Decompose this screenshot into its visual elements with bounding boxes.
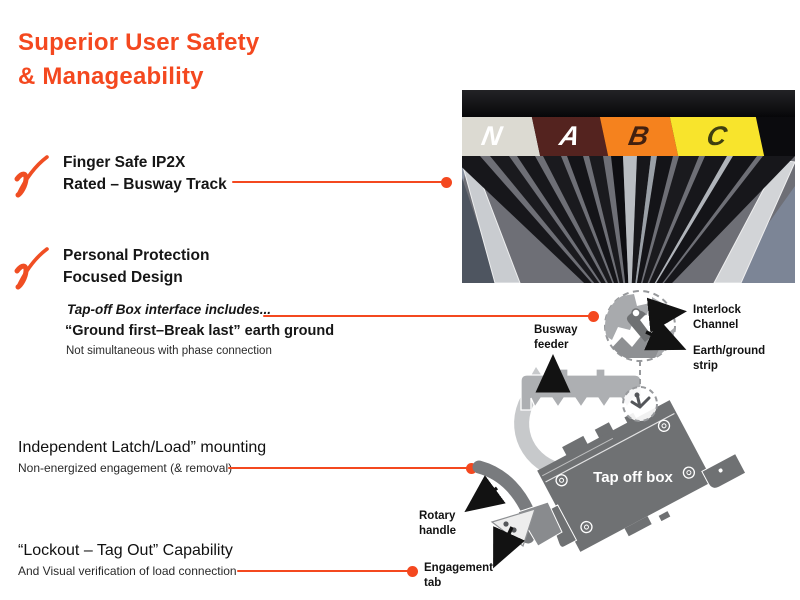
phase-letter: C xyxy=(704,121,730,151)
phase-letter: N xyxy=(479,121,505,151)
leader-dot xyxy=(441,176,452,188)
leader-line-busway-track xyxy=(232,176,452,188)
phase-label-b: B xyxy=(599,117,679,156)
lockout-note: And Visual verification of load connecti… xyxy=(18,564,237,578)
page-title-line2: & Manageability xyxy=(18,63,204,90)
label-busway-feeder: Busway feeder xyxy=(534,324,578,351)
arrow-engagement-tab-icon xyxy=(493,526,526,569)
phase-label-strip: N A B C xyxy=(462,117,795,156)
feature-line: Finger Safe IP2X xyxy=(63,154,186,171)
tapoff-point: “Ground first–Break last” earth ground xyxy=(65,323,335,339)
feature-finger-safe: Finger Safe IP2X Rated – Busway Track xyxy=(63,152,227,196)
lockout-heading: “Lockout – Tag Out” Capability xyxy=(18,542,233,559)
engagement-tab-shape xyxy=(490,501,563,547)
arrow-interlock-channel-icon xyxy=(646,297,687,333)
label-tap-off-box: Tap off box xyxy=(593,469,673,486)
arrow-earth-ground-icon xyxy=(644,318,687,351)
busway-feeder-shape xyxy=(520,368,642,411)
tapoff-note: Not simultaneous with phase connection xyxy=(66,345,272,357)
phase-label-c: C xyxy=(669,117,765,156)
mount-direction-arrow-icon xyxy=(514,367,556,475)
checkmark-icon xyxy=(14,247,49,290)
leader-line-lockout xyxy=(237,565,418,577)
checkmark-icon xyxy=(14,155,49,198)
interlock-detail-circle xyxy=(604,290,676,362)
latch-note: Non-energized engagement (& removal) xyxy=(18,461,233,475)
label-engagement-tab: Engagement tab xyxy=(424,562,494,589)
phase-label-n: N xyxy=(462,117,541,156)
phase-label-a: A xyxy=(531,117,609,156)
page-title: Superior User Safety & Manageability xyxy=(18,26,259,94)
latch-heading: Independent Latch/Load” mounting xyxy=(18,439,267,456)
busway-track-photo: N A B C xyxy=(462,90,795,283)
feature-line: Personal Protection xyxy=(63,247,210,264)
feature-line: Focused Design xyxy=(63,269,183,286)
phase-letter: A xyxy=(557,121,583,151)
rotary-handle-shape xyxy=(472,460,539,544)
label-earth-ground-strip: Earth/ground strip xyxy=(693,345,766,372)
leader-line-tapoff-interface xyxy=(263,310,599,322)
leader-dot xyxy=(466,462,477,474)
phase-letter: B xyxy=(626,121,652,151)
feature-personal-protection: Personal Protection Focused Design xyxy=(63,245,209,289)
leader-dot xyxy=(407,565,418,577)
tapoff-heading: Tap-off Box interface includes... xyxy=(67,302,272,317)
feature-line: Rated – Busway Track xyxy=(63,176,227,193)
interlock-source-circle xyxy=(622,386,658,422)
leader-dot xyxy=(588,310,599,322)
label-rotary-handle: Rotary handle xyxy=(419,510,457,537)
arrow-rotary-handle-icon xyxy=(464,475,506,513)
leader-line-latch xyxy=(228,462,477,474)
page-title-line1: Superior User Safety xyxy=(18,29,260,56)
label-interlock-channel: Interlock Channel xyxy=(693,304,741,331)
